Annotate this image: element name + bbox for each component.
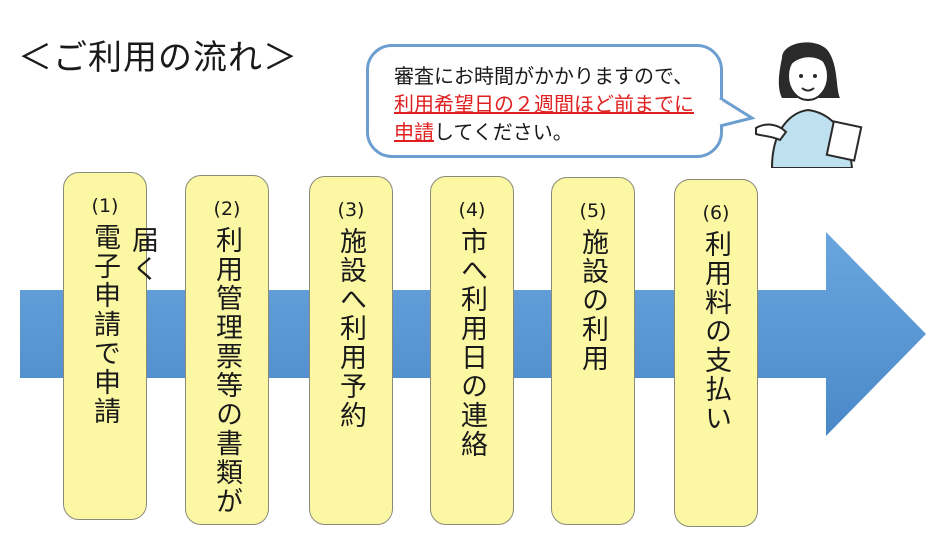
step-label: 電子申請で申請 xyxy=(89,223,120,426)
step-4: (4) 市へ利用日の連絡 xyxy=(430,176,514,525)
step-3: (3) 施設へ利用予約 xyxy=(309,176,393,525)
step-number: (4) xyxy=(458,199,486,221)
step-1: (1) 電子申請で申請 xyxy=(63,172,147,520)
step-number: (6) xyxy=(702,202,730,224)
step-6: (6) 利用料の支払い xyxy=(674,179,758,527)
bubble-line1: 審査にお時間がかかりますので、 xyxy=(394,64,694,88)
step-5: (5) 施設の利用 xyxy=(551,177,635,525)
speech-bubble xyxy=(366,44,723,158)
step-label: 利用管理票等の書類が届く xyxy=(127,226,242,516)
step-number: (3) xyxy=(337,199,365,221)
step-number: (5) xyxy=(579,200,607,222)
step-number: (2) xyxy=(213,198,241,220)
bubble-line3: 申請してください。 xyxy=(394,118,714,146)
bubble-text: 審査にお時間がかかりますので、 利用希望日の２週間ほど前までに 申請してください… xyxy=(394,62,714,146)
step-label: 市へ利用日の連絡 xyxy=(456,227,487,459)
page-title: ＜ご利用の流れ＞ xyxy=(18,38,298,78)
step-label: 施設の利用 xyxy=(577,228,608,373)
step-label: 利用料の支払い xyxy=(700,230,731,433)
step-2: (2) 利用管理票等の書類が届く xyxy=(127,175,269,525)
staff-illustration xyxy=(755,42,863,168)
bubble-line3-highlight: 申請 xyxy=(394,120,434,144)
step-number: (1) xyxy=(91,195,119,217)
bubble-line3-rest: してください。 xyxy=(434,120,573,144)
speech-bubble-tail xyxy=(718,96,756,128)
bubble-line2: 利用希望日の２週間ほど前までに xyxy=(394,92,694,116)
step-label: 施設へ利用予約 xyxy=(335,227,366,430)
